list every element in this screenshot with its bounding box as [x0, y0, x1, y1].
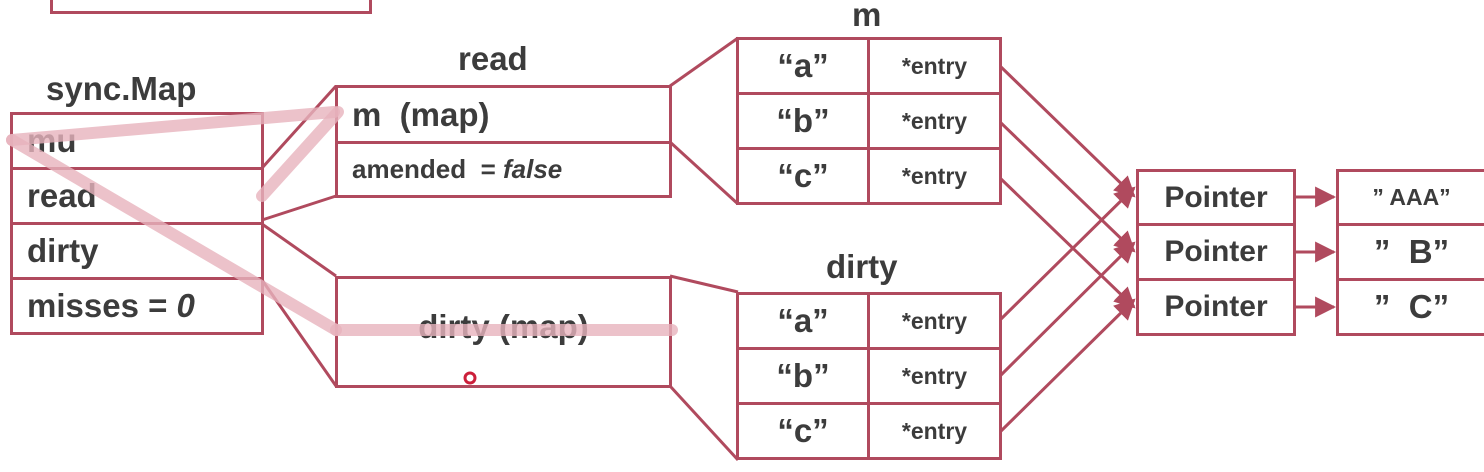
dirty-c-arrow	[998, 298, 1136, 434]
value-box-aaa: ” AAA”	[1336, 169, 1484, 226]
m-value-a-label: *entry	[901, 52, 968, 79]
pointer-2-label: Pointer	[1164, 235, 1268, 268]
pointer-box-2: Pointer	[1136, 223, 1296, 281]
dirty-key-a-label: “a”	[777, 302, 829, 339]
mu-label: mu	[27, 122, 77, 159]
m-zoom-line-bottom	[668, 140, 740, 206]
value-b-label: ” B”	[1373, 233, 1450, 270]
m-value-c: *entry	[867, 147, 1002, 205]
pointer-1-label: Pointer	[1164, 180, 1268, 214]
m-value-b: *entry	[867, 92, 1002, 150]
read-label: read	[27, 177, 97, 214]
m-zoom-line-top	[669, 36, 739, 88]
dirty-map-zoom-line-top	[669, 274, 739, 294]
sync-map-field-misses: misses = 0	[10, 277, 264, 335]
m-value-c-label: *entry	[901, 162, 968, 189]
dirty-key-a: “a”	[736, 292, 870, 350]
dirty-value-b: *entry	[867, 347, 1002, 405]
dirty-a-arrow	[998, 186, 1136, 322]
partial-box	[50, 0, 372, 14]
value-box-c: ” C”	[1336, 278, 1484, 336]
pointer-box-3: Pointer	[1136, 278, 1296, 336]
value-c-label: ” C”	[1373, 288, 1450, 325]
m-value-b-label: *entry	[901, 107, 968, 134]
read-zoom-line-top	[260, 84, 338, 170]
pointer-3-label: Pointer	[1164, 290, 1268, 323]
dirty-key-c-label: “c”	[777, 412, 829, 449]
sync-map-field-mu: mu	[10, 112, 264, 170]
m-b-arrow	[998, 120, 1136, 253]
dirty-key-b: “b”	[736, 347, 870, 405]
m-key-a-label: “a”	[777, 47, 829, 84]
dirty-map-zoom-line-bottom	[668, 384, 740, 462]
dirty-zoom-line-top	[261, 222, 337, 278]
dirty-value-a-label: *entry	[901, 307, 968, 334]
value-aaa-label: ” AAA”	[1372, 184, 1451, 210]
dirty-zoom-line-bottom	[260, 279, 338, 387]
read-m-label: m (map)	[352, 95, 490, 133]
value-box-b: ” B”	[1336, 223, 1484, 281]
read-field-m: m (map)	[335, 85, 672, 144]
m-map-title: m	[852, 0, 882, 33]
misses-value: 0	[176, 287, 195, 324]
pointer-box-1: Pointer	[1136, 169, 1296, 226]
amended-value: false	[503, 154, 563, 184]
m-key-c: “c”	[736, 147, 870, 205]
dirty-value-b-label: *entry	[901, 362, 968, 389]
dirty-value-c-label: *entry	[901, 417, 968, 444]
read-struct-title: read	[458, 40, 528, 77]
dirty-label: dirty	[27, 232, 99, 269]
sync-map-field-read: read	[10, 167, 264, 225]
dirty-map-title: dirty	[826, 248, 898, 285]
dirty-key-b-label: “b”	[776, 357, 830, 394]
m-a-arrow	[998, 64, 1136, 198]
dirty-map-field: dirty (map)	[418, 308, 589, 345]
sync-map-title: sync.Map	[46, 70, 197, 107]
m-value-a: *entry	[867, 37, 1002, 95]
m-key-b-label: “b”	[776, 102, 830, 139]
misses-label: misses =	[27, 287, 177, 324]
m-key-a: “a”	[736, 37, 870, 95]
sync-map-field-dirty: dirty	[10, 222, 264, 280]
dirty-value-c: *entry	[867, 402, 1002, 460]
dirty-b-arrow	[998, 241, 1136, 378]
read-zoom-line-bottom	[261, 194, 337, 222]
m-key-c-label: “c”	[777, 157, 829, 194]
dirty-struct-box: dirty (map)	[335, 276, 672, 388]
m-c-arrow	[998, 176, 1136, 309]
m-key-b: “b”	[736, 92, 870, 150]
dirty-key-c: “c”	[736, 402, 870, 460]
dirty-value-a: *entry	[867, 292, 1002, 350]
read-field-amended: amended = false	[335, 141, 672, 198]
amended-label: amended =	[352, 154, 503, 184]
